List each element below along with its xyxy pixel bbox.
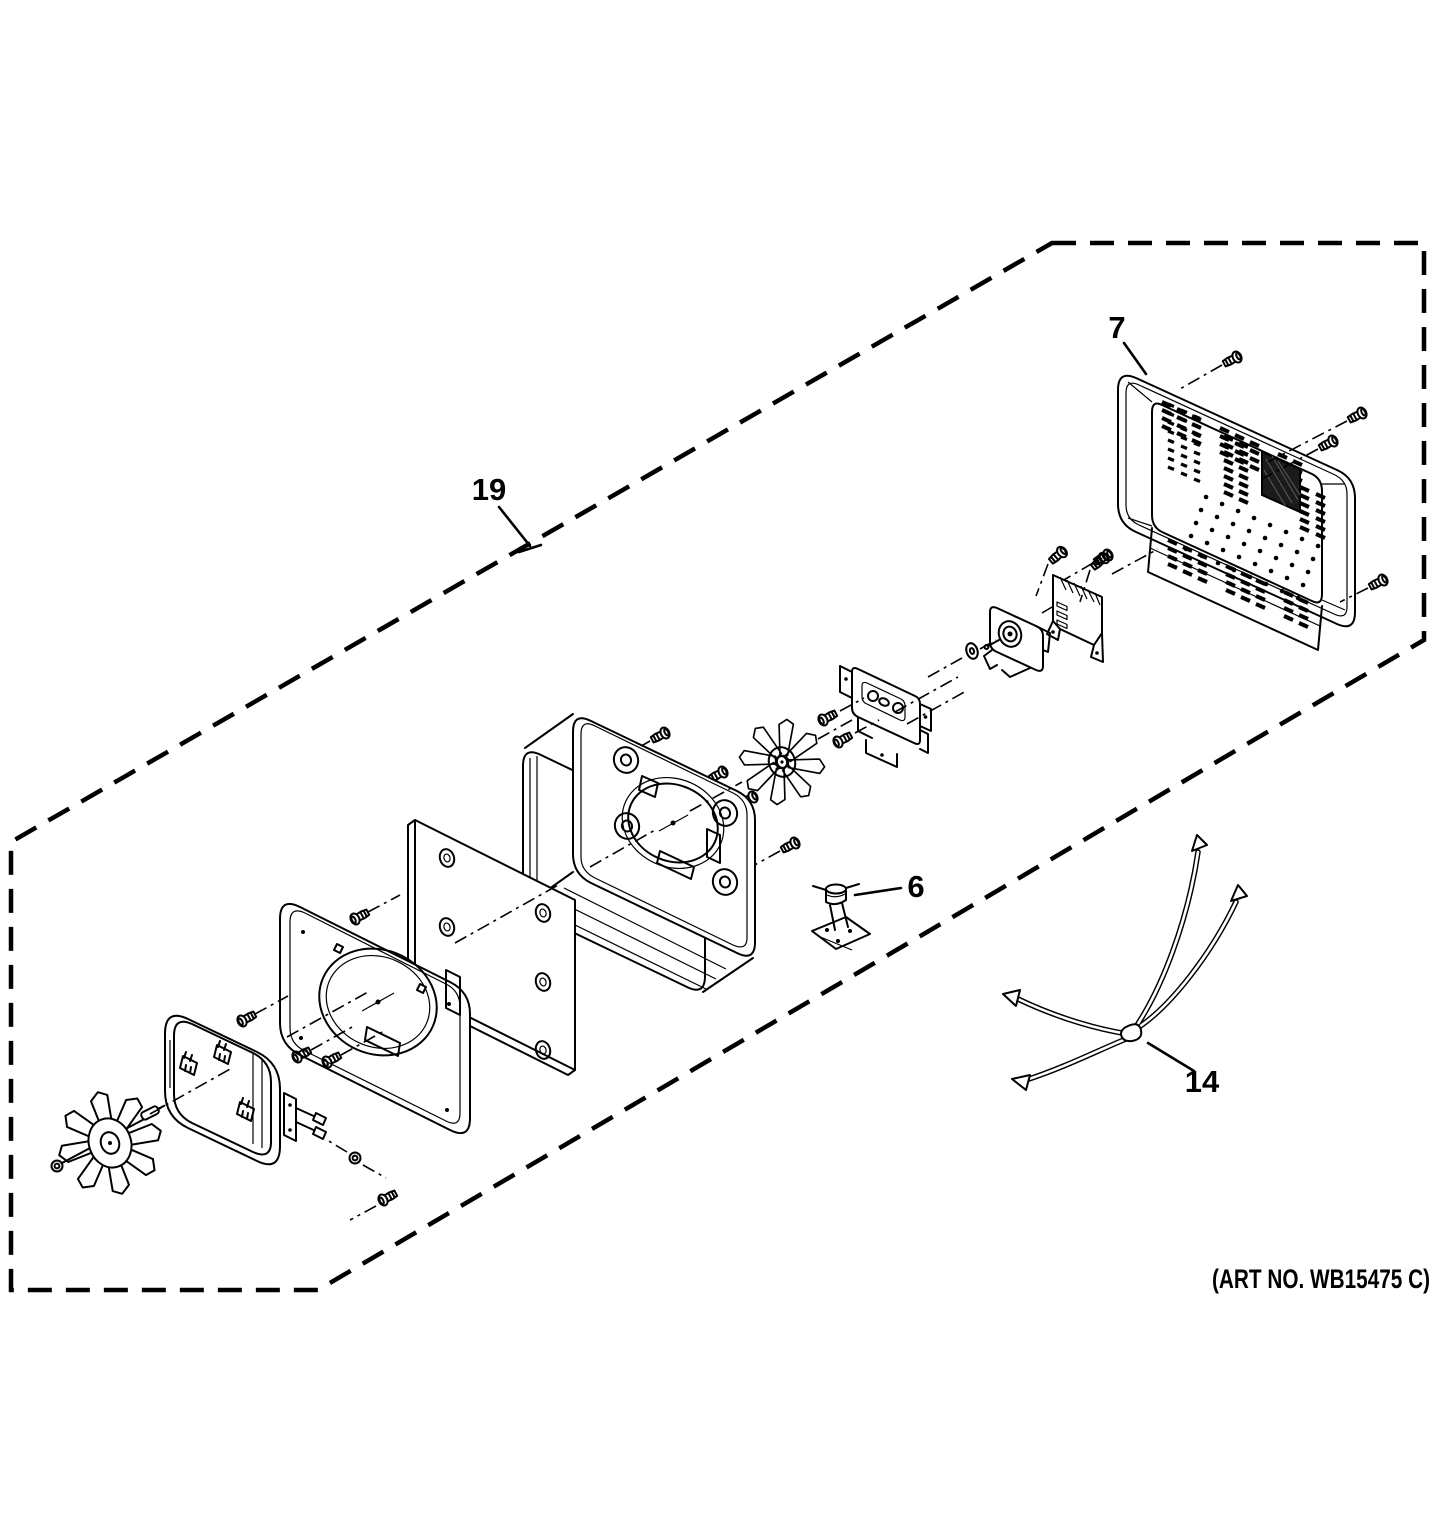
fan-shaft-nut — [50, 1159, 64, 1173]
housing-bottom-vent-ladders — [1167, 538, 1309, 629]
terminal-cover — [1035, 543, 1112, 663]
callout-6: 6 — [853, 869, 925, 904]
baffle-plate-hole — [438, 848, 552, 1060]
fan-blade-outer — [50, 1089, 166, 1197]
callout-19: 19 — [472, 472, 543, 554]
harness-tie-knot — [1120, 1023, 1143, 1043]
fan-motor — [983, 606, 1051, 678]
callout-14-label: 14 — [1185, 1064, 1220, 1099]
heating-element-loop — [164, 1014, 400, 1221]
callout-14: 14 — [1146, 1041, 1220, 1099]
art-number-text: (ART NO. WB15475 C) — [1212, 1264, 1430, 1294]
housing-dot-perforations — [1183, 494, 1321, 601]
harness-connector-tip — [1002, 834, 1248, 1091]
fan-frame-panel — [234, 894, 471, 1134]
thermostat — [811, 883, 871, 951]
element-fastener — [348, 1151, 400, 1209]
fan-blade-inner — [737, 717, 827, 807]
callout-19-label: 19 — [472, 472, 506, 507]
shroud-corner-boss — [612, 746, 739, 896]
wire-harness — [1002, 834, 1248, 1091]
callout-6-label: 6 — [907, 869, 924, 904]
motor-mounting-bracket — [815, 665, 932, 768]
assembly-axis-centerlines — [149, 548, 1159, 1115]
shaft-washer — [965, 642, 979, 660]
perforated-housing — [1061, 348, 1391, 651]
housing-top-vent-ladders — [1161, 400, 1303, 491]
housing-mesh-window — [1261, 450, 1301, 514]
callout-7-label: 7 — [1108, 310, 1125, 345]
callout-7: 7 — [1108, 310, 1148, 376]
